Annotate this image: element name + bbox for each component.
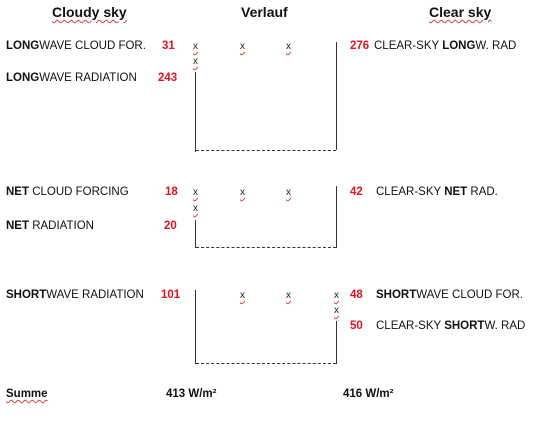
clear-sky-shortwave-cloud-value: 48 [350,289,363,301]
net-cloud-forcing-value: 18 [165,186,178,198]
diagram-right-edge [336,42,337,150]
marker-x: x [193,41,198,52]
summary-label: Summe [6,388,48,400]
shortwave-radiation-label: SHORTWAVE RADIATION [6,289,144,301]
longwave-cloud-forcing-label: LONGWAVE CLOUD FOR. [6,40,146,52]
longwave-cloud-forcing-value: 31 [162,40,175,52]
clear-sky-longwave-value: 276 [350,40,370,52]
diagram-left-edge [195,290,196,364]
cloudy-sky-header: Cloudy sky [52,4,127,20]
marker-x: x [240,41,245,52]
marker-x: x [193,203,198,214]
diagram-bottom-edge [196,247,336,248]
marker-x: x [240,187,245,198]
clear-sky-net-label: CLEAR-SKY NET RAD. [376,186,498,198]
marker-x: x [334,290,339,301]
marker-x: x [193,56,198,67]
diagram-left-edge [195,220,196,248]
clear-sky-shortwave-label: CLEAR-SKY SHORTW. RAD [376,320,526,332]
verlauf-header: Verlauf [241,4,288,20]
net-radiation-label: NET RADIATION [6,220,94,232]
net-radiation-value: 20 [164,220,177,232]
diagram-bottom-edge [196,363,336,364]
marker-x: x [286,290,291,301]
clear-total: 416 W/m² [343,388,394,400]
diagram-bottom-edge [196,150,336,151]
marker-x: x [286,187,291,198]
longwave-radiation-label: LONGWAVE RADIATION [6,72,137,84]
net-cloud-forcing-label: NET CLOUD FORCING [6,186,129,198]
marker-x: x [286,41,291,52]
marker-x: x [240,290,245,301]
clear-sky-shortwave-value: 50 [350,320,363,332]
longwave-radiation-value: 243 [158,72,178,84]
diagram-left-edge [195,72,196,152]
clear-sky-header: Clear sky [429,4,492,20]
clear-sky-longwave-label: CLEAR-SKY LONGW. RAD [374,40,517,52]
marker-x: x [334,305,339,316]
diagram-right-edge [336,321,337,364]
diagram-right-edge [336,186,337,248]
marker-x: x [193,187,198,198]
shortwave-radiation-value: 101 [161,289,181,301]
clear-sky-net-value: 42 [350,186,363,198]
shortwave-cloud-forcing-label: SHORTWAVE CLOUD FOR. [376,289,523,301]
cloudy-total: 413 W/m² [166,388,217,400]
